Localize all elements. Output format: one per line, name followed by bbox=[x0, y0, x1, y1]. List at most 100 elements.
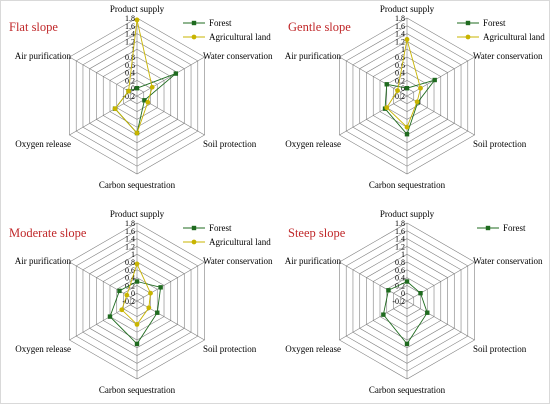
series-point bbox=[381, 312, 386, 317]
tick-label: 1 bbox=[131, 250, 135, 259]
axis-label: Air purification bbox=[15, 256, 72, 266]
series-point bbox=[146, 305, 152, 311]
axis-label: Carbon sequestration bbox=[99, 385, 176, 395]
axis-label: Oxygen release bbox=[15, 344, 71, 354]
axis-label: Carbon sequestration bbox=[99, 180, 176, 190]
tick-label: 0.8 bbox=[125, 258, 135, 267]
axis-label: Air purification bbox=[285, 256, 342, 266]
panel-title: Flat slope bbox=[9, 20, 58, 34]
series-point bbox=[414, 99, 420, 105]
tick-label: 1.6 bbox=[395, 227, 405, 236]
tick-label: 1.6 bbox=[395, 22, 405, 31]
tick-label: 0.2 bbox=[395, 281, 405, 290]
series-point bbox=[134, 341, 140, 347]
tick-label: 0.6 bbox=[395, 61, 405, 70]
tick-label: 1.4 bbox=[395, 30, 405, 39]
tick-label: 0 bbox=[131, 84, 135, 93]
legend-label: Forest bbox=[503, 223, 526, 233]
axis-label: Water conservation bbox=[473, 256, 543, 266]
tick-label: 0.6 bbox=[125, 266, 135, 275]
series-point bbox=[117, 288, 122, 294]
axis-label: Air purification bbox=[285, 51, 342, 61]
legend-label: Forest bbox=[209, 18, 232, 28]
legend-marker bbox=[465, 20, 471, 26]
tick-label: 0.8 bbox=[395, 258, 405, 267]
tick-label: -0.2 bbox=[122, 297, 135, 306]
series-point bbox=[432, 77, 437, 83]
legend-label: Forest bbox=[209, 223, 232, 233]
tick-label: 1.4 bbox=[395, 235, 405, 244]
tick-label: 1 bbox=[401, 250, 405, 259]
series-point bbox=[149, 84, 155, 90]
legend-marker bbox=[191, 34, 197, 40]
axis-label: Product supply bbox=[380, 209, 435, 219]
series-point bbox=[134, 261, 140, 267]
tick-label: 0.4 bbox=[125, 69, 135, 78]
series-point bbox=[145, 99, 151, 105]
legend-marker bbox=[191, 225, 197, 231]
axis-label: Water conservation bbox=[203, 51, 273, 61]
legend-label: Agricultural land bbox=[209, 237, 271, 247]
legend-label: Agricultural land bbox=[209, 32, 271, 42]
axis-spoke bbox=[69, 300, 138, 341]
tick-label: 0 bbox=[401, 84, 405, 93]
tick-label: 1.2 bbox=[125, 242, 135, 251]
tick-label: 1.8 bbox=[395, 14, 405, 23]
panel-title: Gentle slope bbox=[288, 20, 351, 34]
tick-label: 0.2 bbox=[395, 76, 405, 85]
series-point bbox=[404, 124, 410, 130]
series-point bbox=[119, 307, 125, 313]
axis-label: Soil protection bbox=[203, 139, 257, 149]
series-point bbox=[134, 279, 140, 284]
series-point bbox=[134, 130, 140, 136]
series-point bbox=[404, 279, 410, 284]
axis-spoke bbox=[69, 56, 138, 97]
series-point bbox=[418, 291, 423, 296]
tick-label: 1 bbox=[131, 45, 135, 54]
tick-label: 0.4 bbox=[125, 274, 135, 283]
series-point bbox=[404, 86, 410, 91]
axis-label: Oxygen release bbox=[285, 139, 341, 149]
series-point bbox=[148, 290, 153, 296]
legend-marker bbox=[191, 20, 197, 26]
tick-label: 0.4 bbox=[395, 274, 405, 283]
axis-label: Soil protection bbox=[473, 139, 527, 149]
series-point bbox=[112, 106, 118, 112]
tick-label: 1.2 bbox=[395, 242, 405, 251]
axis-label: Product supply bbox=[110, 4, 165, 14]
legend-marker bbox=[191, 239, 197, 245]
axis-label: Oxygen release bbox=[285, 344, 341, 354]
series-point bbox=[395, 88, 400, 93]
series-point bbox=[425, 310, 430, 315]
series-point bbox=[158, 285, 163, 290]
series-point bbox=[173, 71, 179, 76]
tick-label: 0 bbox=[131, 289, 135, 298]
axis-label: Soil protection bbox=[473, 344, 527, 354]
axis-label: Carbon sequestration bbox=[369, 180, 446, 190]
series-point bbox=[404, 132, 410, 137]
axis-label: Carbon sequestration bbox=[369, 385, 446, 395]
tick-label: 1.8 bbox=[395, 219, 405, 228]
legend-label: Agricultural land bbox=[483, 32, 545, 42]
series-point bbox=[386, 288, 391, 293]
tick-label: 1.6 bbox=[125, 227, 135, 236]
tick-label: -0.2 bbox=[392, 297, 405, 306]
axis-spoke bbox=[69, 95, 138, 136]
axis-label: Product supply bbox=[380, 4, 435, 14]
axis-spoke bbox=[136, 56, 205, 97]
tick-label: 0.6 bbox=[125, 61, 135, 70]
axis-spoke bbox=[406, 261, 475, 302]
axis-spoke bbox=[339, 95, 408, 136]
tick-label: 1.4 bbox=[125, 30, 135, 39]
tick-label: 1.8 bbox=[125, 14, 135, 23]
tick-label: 1.4 bbox=[125, 235, 135, 244]
series-point bbox=[134, 17, 140, 23]
series-point bbox=[404, 341, 410, 347]
series-point bbox=[384, 105, 390, 111]
tick-label: 1.6 bbox=[125, 22, 135, 31]
